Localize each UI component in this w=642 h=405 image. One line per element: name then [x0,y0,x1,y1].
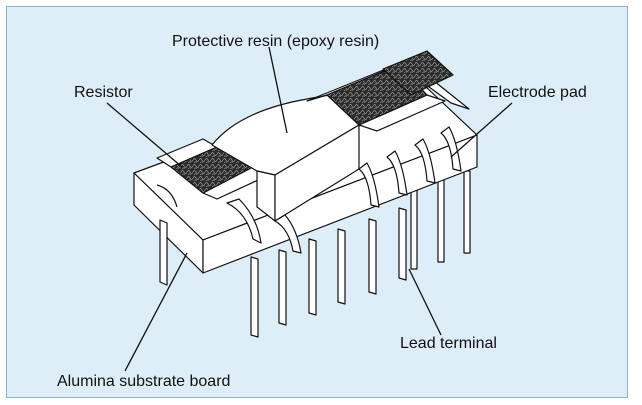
label-lead-terminal: Lead terminal [400,335,497,352]
diagram-frame: Protective resin (epoxy resin) Resistor … [6,6,628,398]
lead-terminal-caps [226,126,462,254]
label-resistor: Resistor [74,84,133,101]
resistor-right-2 [382,50,454,96]
component-illustration [106,46,513,372]
leader-lines [106,46,513,372]
label-protective-resin: Protective resin (epoxy resin) [172,33,380,50]
front-lead-terminals [159,207,407,338]
label-electrode-pad: Electrode pad [488,84,587,101]
label-alumina-substrate: Alumina substrate board [57,373,231,390]
